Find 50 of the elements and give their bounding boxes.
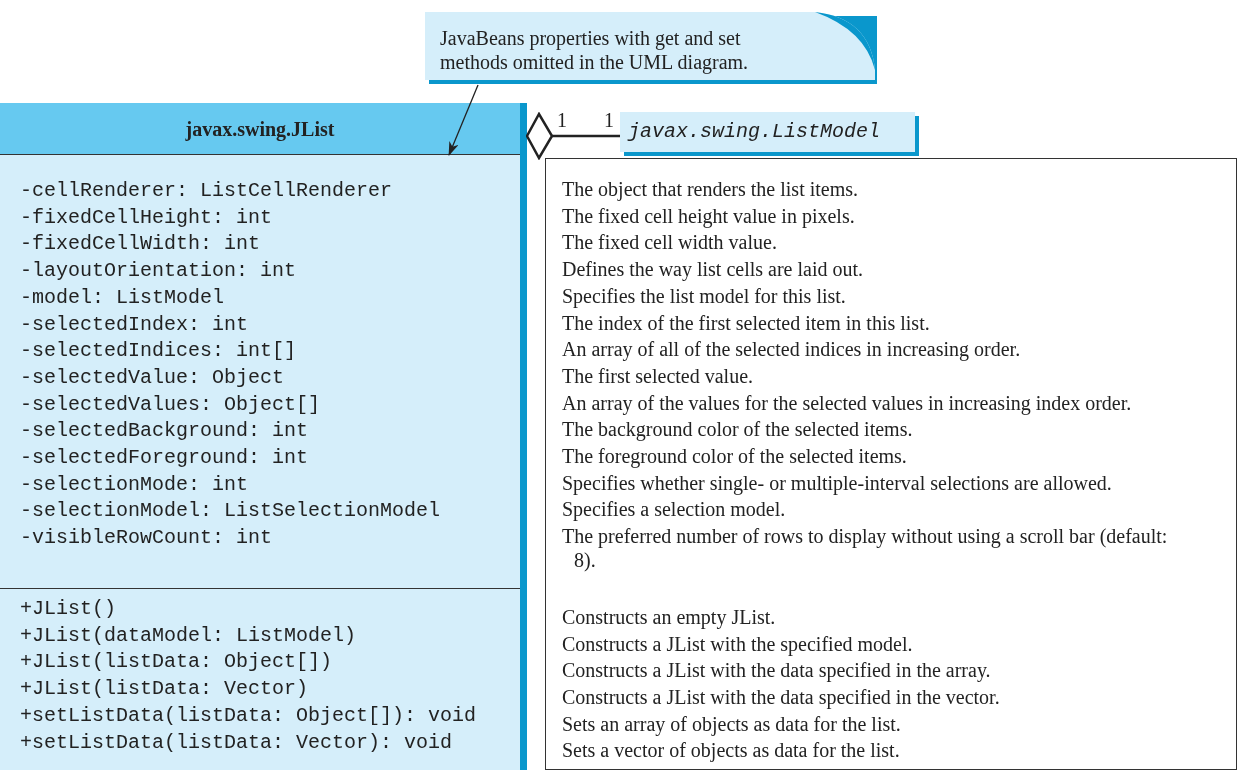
attribute-text: -visibleRowCount: int (20, 526, 273, 551)
description-text: The fixed cell height value in pixels. (562, 203, 855, 228)
description-text: Constructs a JList with the data specified in the array. (562, 658, 991, 683)
description-text: Sets an array of objects as data for the list. (562, 711, 901, 736)
note-text: JavaBeans properties with get and set methods omitted in the UML diagram. (440, 26, 750, 74)
description-box (545, 158, 1237, 770)
attribute-text: -selectedIndices: int[] (20, 339, 297, 364)
description-text: The object that renders the list items. (562, 177, 859, 201)
attribute-text: -selectionMode: int (20, 472, 249, 497)
attribute-text: -fixedCellWidth: int (20, 232, 261, 257)
description-text: The index of the first selected item in this list. (562, 310, 930, 335)
multiplicity-label: 1 (604, 108, 614, 132)
aggregation-line (525, 112, 620, 160)
attribute-text: -selectedValue: Object (20, 365, 285, 390)
method-text: +setListData(listData: Object[]): void (20, 703, 477, 728)
description-text: An array of the values for the selected values in increasing index order. (562, 390, 1132, 415)
leader-line (448, 84, 479, 156)
method-text: +JList(dataModel: ListModel) (20, 623, 357, 648)
method-text: +setListData(listData: Vector): void (20, 730, 453, 755)
description-text: Constructs an empty JList. (562, 604, 776, 629)
description-text: The foreground color of the selected items. (562, 444, 907, 468)
method-text: +JList() (20, 597, 116, 621)
description-text: Specifies a selection model. (562, 497, 786, 522)
method-text: +JList(listData: Object[]) (20, 650, 333, 675)
description-text: The fixed cell width value. (562, 230, 777, 255)
description-text: The preferred number of rows to display without using a scroll bar (default: 8). (562, 524, 1169, 573)
description-text: The first selected value. (562, 363, 754, 388)
description-text: Sets a vector of objects as data for the list. (562, 738, 900, 763)
description-text: Constructs a JList with the specified model. (562, 631, 913, 656)
class-name: javax.swing.JList (184, 117, 336, 141)
attribute-text: -cellRenderer: ListCellRenderer (20, 179, 393, 203)
interface-name: javax.swing.ListModel (628, 120, 881, 144)
description-text: Constructs a JList with the data specified in the vector. (562, 684, 1000, 709)
class-box (0, 103, 527, 770)
description-text: Specifies whether single- or multiple-interval selections are allowed. (562, 470, 1112, 495)
description-text: Specifies the list model for this list. (562, 283, 846, 308)
attribute-text: -layoutOrientation: int (20, 259, 297, 284)
attribute-text: -fixedCellHeight: int (20, 205, 273, 230)
attribute-text: -model: ListModel (20, 285, 225, 310)
attribute-text: -selectedBackground: int (20, 419, 309, 444)
description-text: An array of all of the selected indices in increasing order. (562, 337, 1021, 362)
attribute-text: -selectedValues: Object[] (20, 392, 321, 417)
attribute-text: -selectedIndex: int (20, 312, 249, 337)
description-text: Defines the way list cells are laid out. (562, 257, 863, 282)
multiplicity-label: 1 (557, 108, 567, 132)
method-text: +JList(listData: Vector) (20, 677, 309, 702)
attribute-text: -selectedForeground: int (20, 446, 309, 470)
attribute-text: -selectionModel: ListSelectionModel (20, 499, 441, 524)
description-text: The background color of the selected items. (562, 417, 913, 442)
note-callout (425, 10, 880, 85)
